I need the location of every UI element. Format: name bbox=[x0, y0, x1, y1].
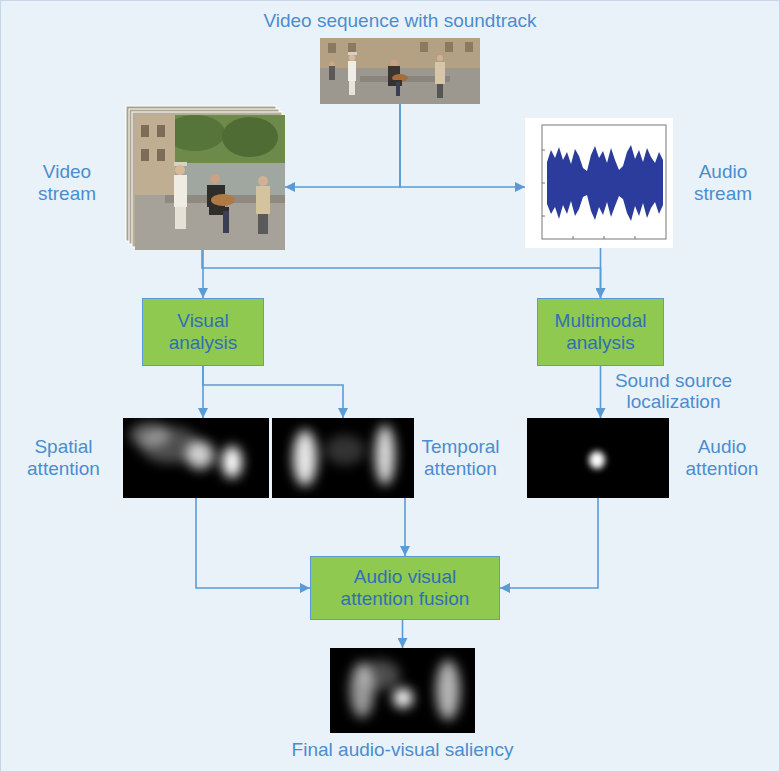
video-frame-picture-part bbox=[348, 52, 357, 55]
audio-waveform-plot-part bbox=[542, 125, 666, 239]
video-frame-picture-part bbox=[135, 115, 175, 205]
video-frame-picture-part bbox=[174, 175, 187, 207]
audio-waveform-plot bbox=[525, 118, 673, 248]
node-label: Spatial attention bbox=[16, 436, 111, 480]
image-panel: Final audio-visual saliency bbox=[330, 648, 475, 733]
video-frame-picture-part bbox=[420, 42, 428, 52]
saliency-map-part bbox=[527, 418, 669, 498]
video-frame-picture-part bbox=[175, 165, 185, 175]
node-label: Video stream bbox=[21, 161, 113, 205]
saliency-map-part bbox=[272, 418, 414, 498]
connector-arrow bbox=[500, 498, 598, 588]
saliency-map-part-part bbox=[186, 441, 214, 469]
video-frame-picture-part bbox=[437, 84, 443, 98]
image-panel: Spatial attention bbox=[123, 418, 269, 498]
connector-arrow bbox=[400, 104, 525, 187]
node-label: Video sequence with soundtrack bbox=[263, 10, 536, 32]
image-panel: Video stream bbox=[135, 115, 285, 250]
video-frame-picture-part bbox=[329, 66, 335, 80]
saliency-map-part-part bbox=[375, 425, 395, 485]
node-label: Audio visual attention fusion bbox=[317, 566, 493, 610]
video-frame-picture bbox=[135, 115, 285, 250]
saliency-map-part-part bbox=[130, 423, 170, 447]
saliency-map-part-part bbox=[436, 660, 460, 720]
video-frame-picture-part bbox=[348, 61, 356, 81]
video-frame-picture-part bbox=[320, 38, 480, 104]
video-frame-picture-part bbox=[135, 115, 285, 250]
connector-arrow bbox=[202, 250, 601, 298]
video-frame-picture-part bbox=[157, 125, 165, 137]
video-frame-picture-part bbox=[445, 42, 453, 52]
saliency-map-part bbox=[293, 425, 395, 486]
video-frame-picture-part bbox=[348, 43, 356, 53]
video-frame-picture-part bbox=[223, 211, 229, 233]
saliency-map bbox=[123, 418, 269, 498]
video-frame-picture-part bbox=[328, 43, 336, 53]
video-frame-picture-part bbox=[258, 176, 268, 186]
video-frame-picture-part bbox=[391, 60, 398, 67]
node-label: Final audio-visual saliency bbox=[292, 739, 514, 761]
image-panel: Audio attention bbox=[527, 418, 669, 498]
video-frame-picture-part bbox=[175, 207, 186, 229]
video-frame-picture-part bbox=[349, 81, 355, 95]
saliency-map-part-part bbox=[589, 451, 605, 469]
process-box: Visual analysis bbox=[142, 298, 264, 366]
video-frame-picture-part bbox=[141, 149, 149, 161]
saliency-map bbox=[330, 648, 475, 733]
saliency-map-part-part bbox=[293, 430, 317, 486]
audio-waveform-plot-part bbox=[525, 118, 673, 248]
saliency-map-part-part bbox=[393, 688, 413, 708]
node-label: Visual analysis bbox=[149, 310, 257, 354]
video-frame-picture-part bbox=[330, 62, 335, 67]
node-label: Audio stream bbox=[683, 161, 763, 205]
connector-arrow bbox=[404, 498, 406, 556]
process-box: Multimodal analysis bbox=[537, 298, 664, 366]
edge-label: Sound source localization bbox=[609, 371, 739, 413]
audio-waveform-plot-part bbox=[547, 145, 663, 221]
process-box: Audio visual attention fusion bbox=[310, 556, 500, 620]
saliency-map-part-part bbox=[350, 662, 374, 718]
video-frame-picture-part bbox=[437, 55, 443, 61]
video-frame-picture-part bbox=[258, 214, 268, 234]
video-frame-picture-part bbox=[465, 42, 473, 52]
connector-arrow bbox=[402, 620, 404, 648]
video-frame-picture-part bbox=[349, 55, 355, 61]
video-frame-picture-part bbox=[141, 125, 149, 137]
saliency-map-part bbox=[330, 648, 475, 733]
video-frame-picture-part bbox=[222, 117, 278, 157]
video-frame-picture-part bbox=[320, 38, 480, 68]
saliency-map-part-part bbox=[222, 446, 242, 478]
image-panel: Video sequence with soundtrack bbox=[320, 38, 480, 104]
saliency-map-part bbox=[589, 451, 605, 469]
video-frame-picture-part bbox=[256, 186, 270, 214]
connector-arrow bbox=[196, 498, 310, 588]
video-frame-picture-part bbox=[396, 82, 400, 96]
connector-arrow bbox=[203, 366, 343, 418]
saliency-map bbox=[527, 418, 669, 498]
saliency-map bbox=[272, 418, 414, 498]
node-label: Multimodal analysis bbox=[544, 310, 657, 354]
connector-arrow bbox=[600, 248, 602, 298]
video-frame-picture-part bbox=[210, 174, 220, 184]
saliency-map-part bbox=[350, 660, 460, 720]
connector-arrow bbox=[600, 366, 602, 418]
video-frame-picture-part bbox=[157, 149, 165, 161]
saliency-map-part-part bbox=[325, 435, 365, 465]
connector-arrow bbox=[285, 104, 400, 187]
node-label: Temporal attention bbox=[418, 436, 503, 480]
saliency-map-part bbox=[123, 418, 269, 498]
saliency-map-part bbox=[130, 423, 242, 478]
node-label: Audio attention bbox=[677, 436, 767, 480]
video-frame-picture bbox=[320, 38, 480, 104]
image-panel: Audio stream bbox=[525, 118, 673, 248]
image-panel: Temporal attention bbox=[272, 418, 414, 498]
video-frame-picture-part bbox=[211, 194, 235, 206]
video-frame-picture-part bbox=[435, 62, 445, 84]
